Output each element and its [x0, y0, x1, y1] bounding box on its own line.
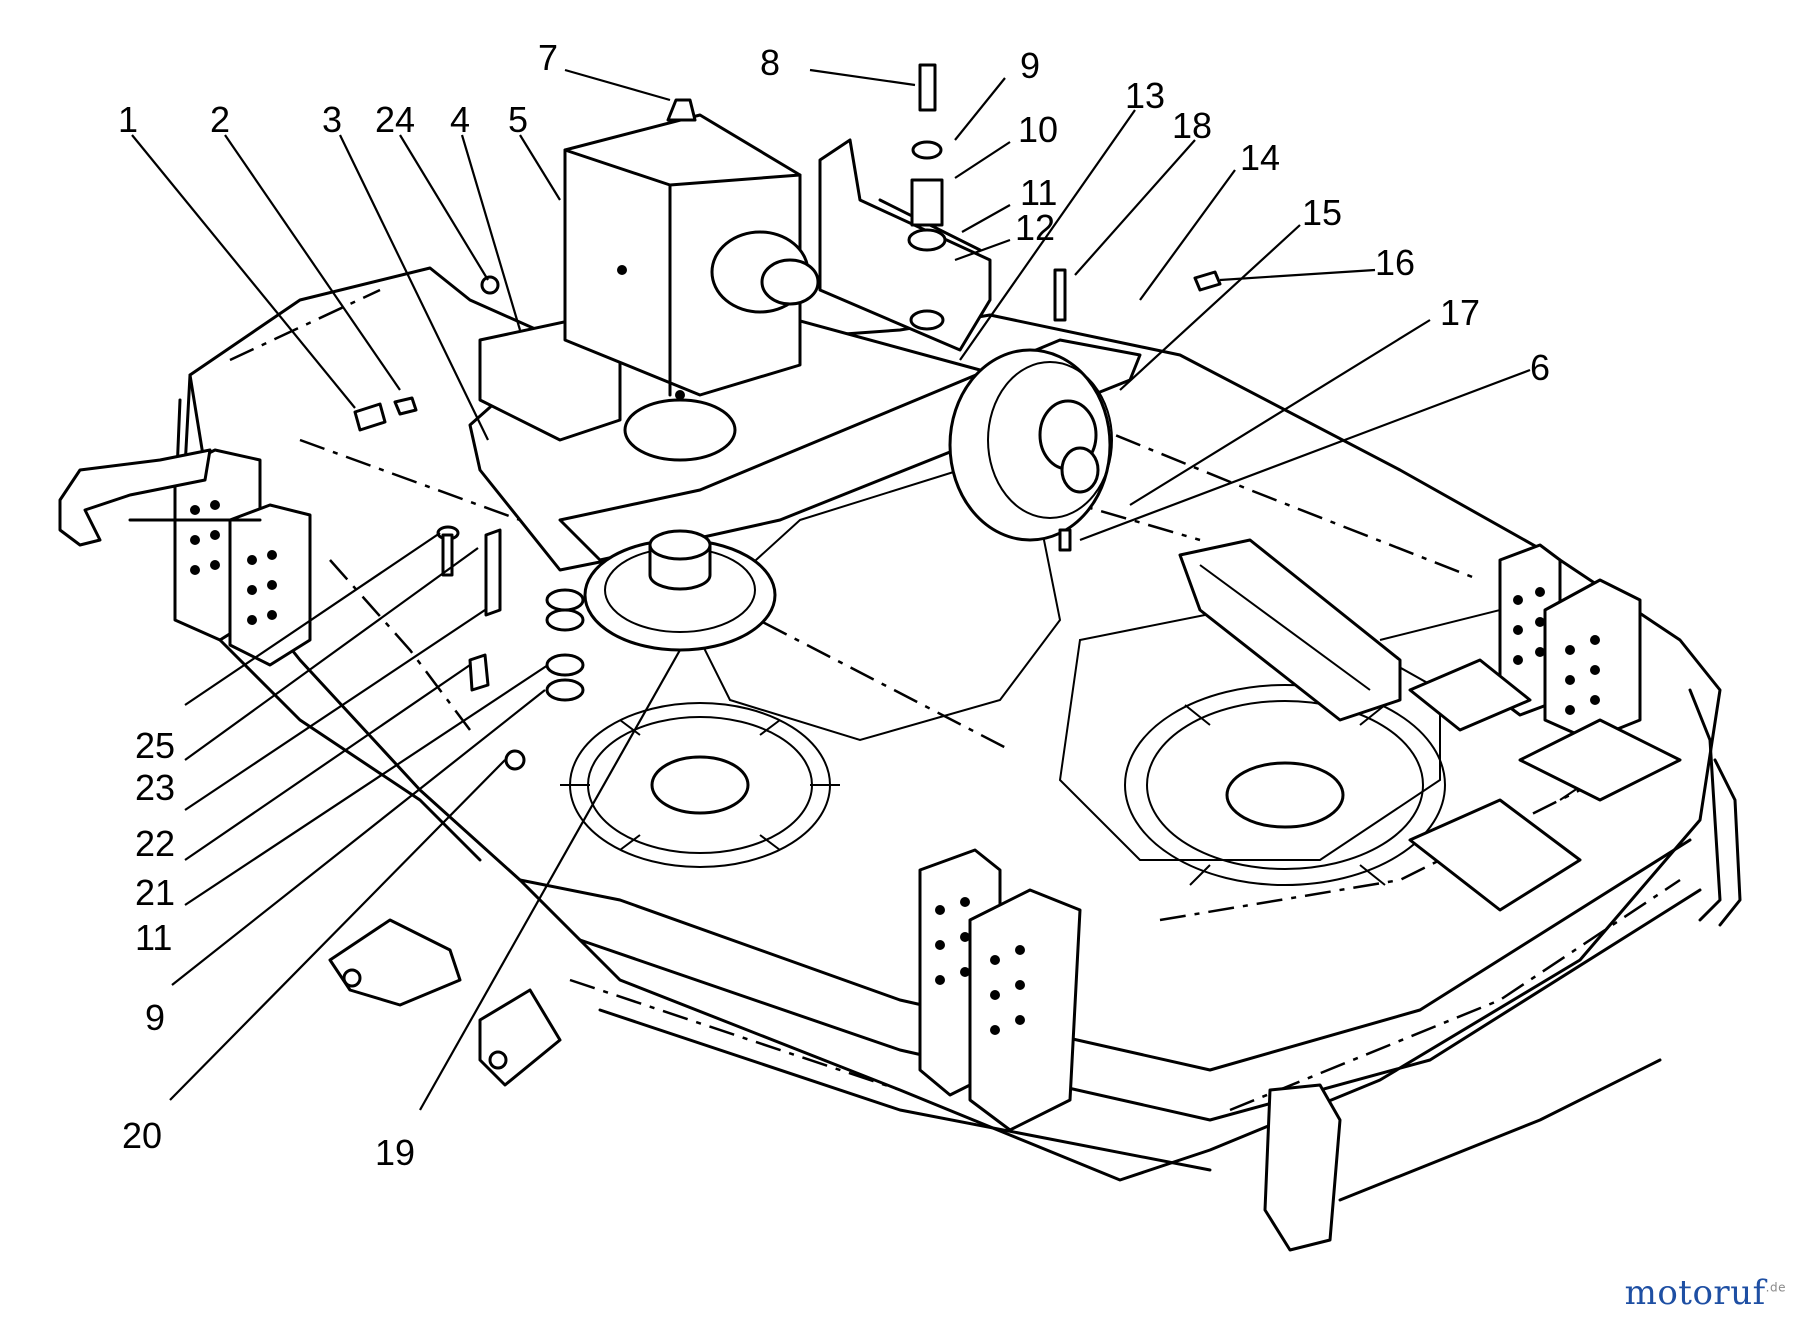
callout-15: 15	[1302, 192, 1342, 233]
callout-22: 22	[135, 823, 175, 864]
callout-25: 25	[135, 725, 175, 766]
callout-20: 20	[122, 1115, 162, 1156]
callout-11: 11	[1020, 172, 1057, 213]
deck-brackets	[58, 448, 1682, 1252]
callout-24: 24	[375, 99, 415, 140]
callout-numbers: 1 2 3 24 4 5 7 8 9 10 11 12 13 18 14 15 …	[118, 37, 1550, 1173]
callout-23: 23	[135, 767, 175, 808]
callout-6: 6	[1530, 347, 1550, 388]
callout-21: 21	[135, 872, 175, 913]
callout-2: 2	[210, 99, 230, 140]
callout-3: 3	[322, 99, 342, 140]
callout-14: 14	[1240, 137, 1280, 178]
callout-4: 4	[450, 99, 470, 140]
watermark-text: motoruf	[1624, 1273, 1766, 1313]
hardware	[353, 63, 1222, 771]
callout-12: 12	[1015, 207, 1055, 248]
callout-16: 16	[1375, 242, 1415, 283]
pulleys	[583, 348, 1113, 652]
callout-8: 8	[760, 42, 780, 83]
callout-leaders	[131, 68, 1531, 1111]
callout-17: 17	[1440, 292, 1480, 333]
watermark-suffix: .de	[1765, 1280, 1786, 1295]
callout-5: 5	[508, 99, 528, 140]
callout-10: 10	[1018, 109, 1058, 150]
callout-9: 9	[1020, 45, 1040, 86]
callout-13: 13	[1125, 75, 1165, 116]
callout-11-lower: 11	[135, 917, 172, 958]
callout-19: 19	[375, 1132, 415, 1173]
callout-9-lower: 9	[145, 997, 165, 1038]
callout-7: 7	[538, 37, 558, 78]
callout-18: 18	[1172, 105, 1212, 146]
watermark-logo: motoruf.de	[1625, 1273, 1786, 1313]
callout-1: 1	[118, 99, 138, 140]
